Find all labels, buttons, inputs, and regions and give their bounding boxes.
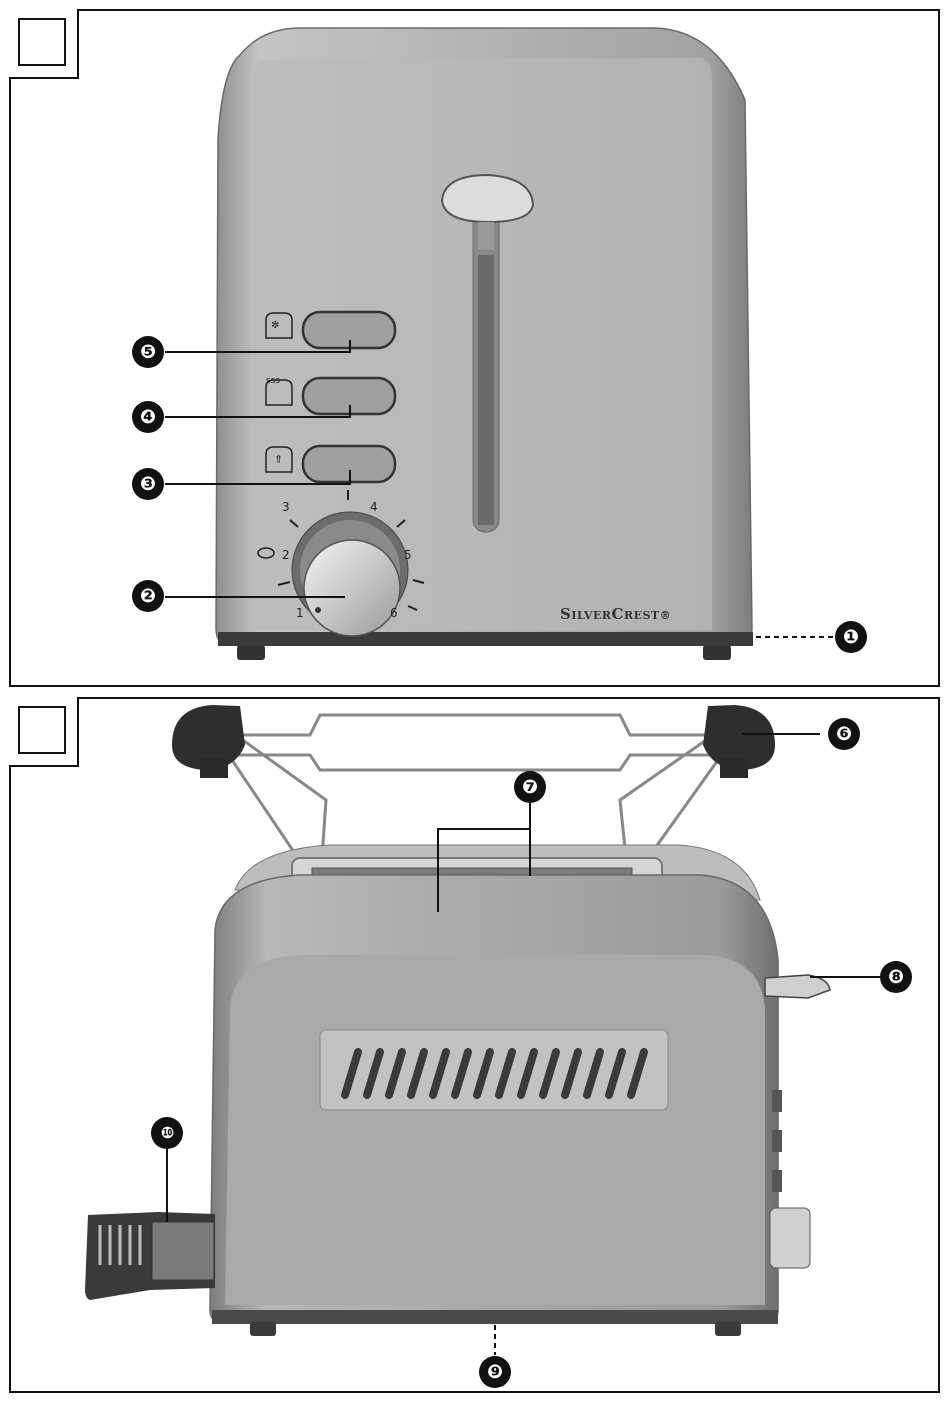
callout-2: ❷	[132, 580, 164, 612]
callout-8: ❽	[880, 961, 912, 993]
callout-6: ❻	[828, 718, 860, 750]
callout-1: ❶	[835, 621, 867, 653]
callout-3: ❸	[132, 468, 164, 500]
callout-7: ❼	[514, 771, 546, 803]
callout-9: ❾	[479, 1356, 511, 1388]
callout-5: ❺	[132, 336, 164, 368]
callout-4: ❹	[132, 401, 164, 433]
callout-10: ❿	[151, 1117, 183, 1149]
